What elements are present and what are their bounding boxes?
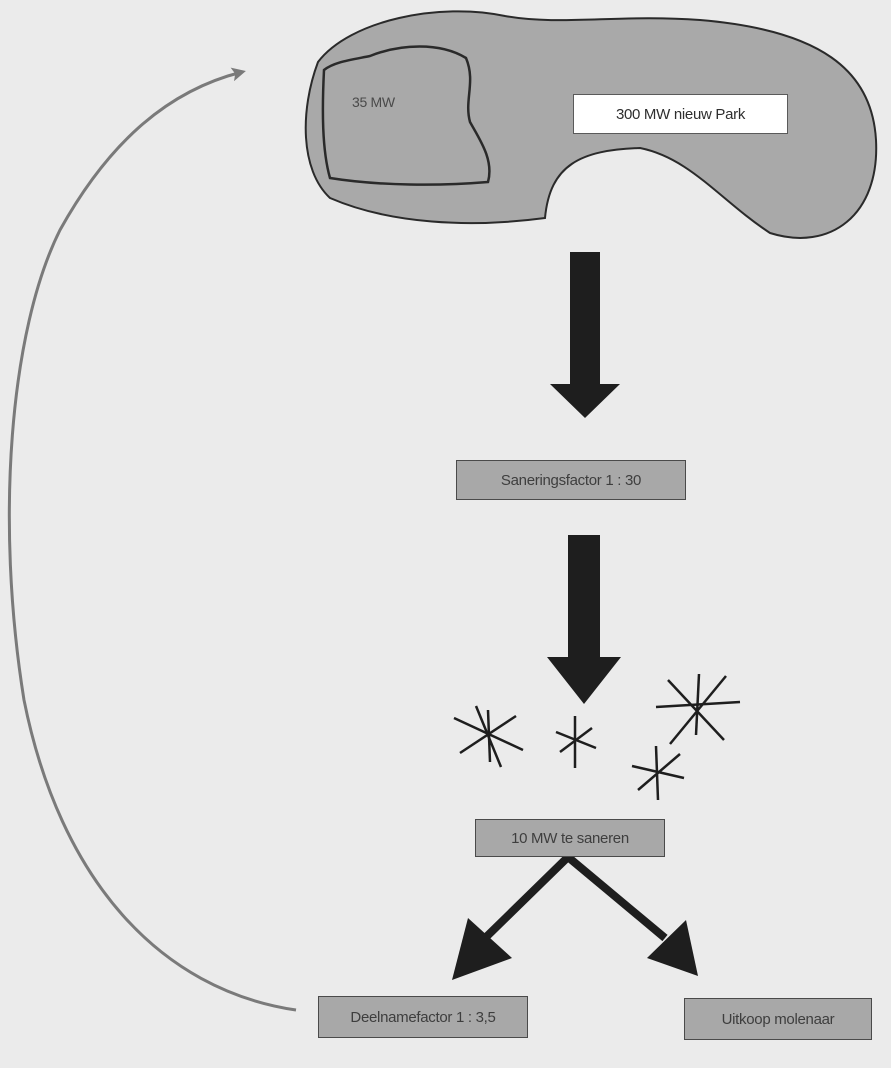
split-arrow-left [452,854,571,980]
split-arrow-right [565,853,698,976]
te-saneren-box: 10 MW te saneren [475,819,665,857]
existing-park-region [321,45,491,186]
saneringsfactor-box: Saneringsfactor 1 : 30 [456,460,686,500]
down-arrow-2 [547,535,621,704]
turbine-icon [655,673,741,745]
turbine-icon [453,705,524,768]
deelnamefactor-box: Deelnamefactor 1 : 3,5 [318,996,528,1038]
turbine-icon [555,716,597,768]
uitkoop-box: Uitkoop molenaar [684,998,872,1040]
existing-park-label: 35 MW [352,94,395,110]
new-park-label: 300 MW nieuw Park [573,94,788,134]
feedback-arrow [7,67,297,1012]
down-arrow-1 [550,252,620,418]
turbine-icon [631,745,685,801]
